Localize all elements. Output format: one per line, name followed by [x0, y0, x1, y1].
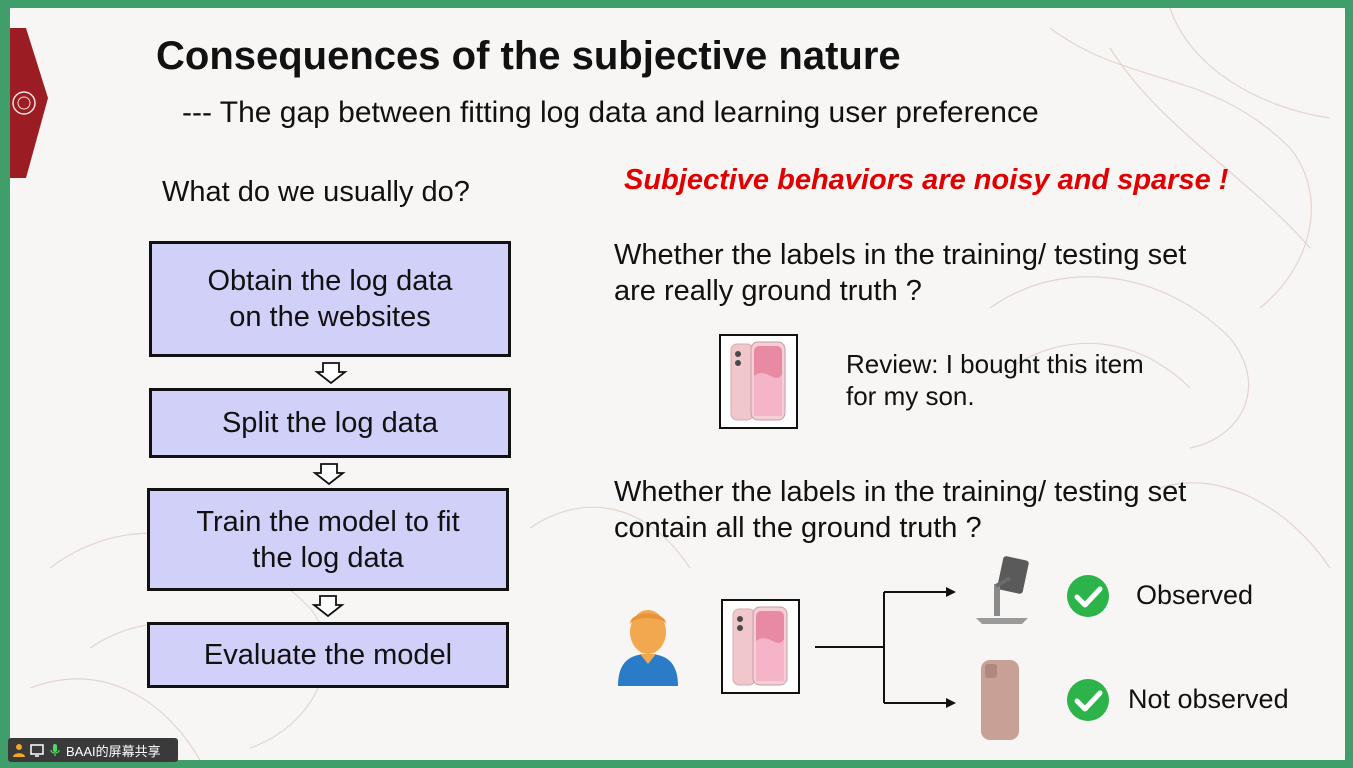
down-arrow-icon: [311, 595, 345, 618]
flow-step-text: the log data: [252, 541, 404, 574]
review-line: Review: I bought this item: [846, 349, 1144, 379]
flow-step-text: Evaluate the model: [203, 639, 453, 671]
phone-product-image: [721, 599, 800, 694]
user-icon[interactable]: [12, 743, 26, 757]
floral-background: [29, 8, 1331, 760]
screen-share-indicator[interactable]: BAAI的屏幕共享: [8, 738, 178, 762]
smartphone-icon: [730, 341, 786, 421]
not-observed-label: Not observed: [1128, 684, 1289, 714]
check-circle-icon: [1067, 575, 1109, 617]
flow-step-train: Train the model to fit the log data: [147, 488, 509, 591]
question-line: Whether the labels in the training/ test…: [614, 239, 1187, 271]
question-line: are really ground truth ?: [614, 275, 922, 307]
workflow-question: What do we usually do?: [162, 176, 470, 208]
screen-share-icon[interactable]: [30, 743, 44, 757]
question-ground-truth: Whether the labels in the training/ test…: [614, 237, 1186, 309]
observed-label: Observed: [1136, 580, 1254, 610]
slide-title: Consequences of the subjective nature: [156, 34, 901, 78]
screen-share-label: BAAI的屏幕共享: [66, 743, 161, 759]
branch-arrows: [815, 587, 956, 708]
flow-step-text: Train the model to fit: [196, 505, 460, 538]
phone-product-image: [719, 334, 798, 429]
question-contain-all: Whether the labels in the training/ test…: [614, 474, 1186, 546]
noisy-sparse-headline: Subjective behaviors are noisy and spars…: [624, 164, 1229, 196]
smartphone-icon: [732, 606, 788, 686]
slide-subtitle: --- The gap between fitting log data and…: [182, 96, 1039, 129]
observed-check: [1066, 574, 1110, 623]
flow-step-evaluate: Evaluate the model: [147, 622, 509, 688]
question-line: Whether the labels in the training/ test…: [614, 476, 1187, 508]
question-line: contain all the ground truth ?: [614, 512, 982, 544]
review-line: for my son.: [846, 381, 975, 411]
slide: Consequences of the subjective nature --…: [10, 8, 1345, 760]
flow-step-text: Split the log data: [221, 407, 439, 439]
review-text: Review: I bought this item for my son.: [846, 348, 1144, 412]
not-observed-check: [1066, 678, 1110, 727]
microphone-icon[interactable]: [48, 743, 62, 757]
phone-case-icon: [981, 660, 1019, 740]
flow-step-split: Split the log data: [149, 388, 511, 458]
down-arrow-icon: [314, 362, 348, 385]
flow-step-obtain: Obtain the log data on the websites: [149, 241, 511, 357]
user-icon: [618, 610, 678, 686]
down-arrow-icon: [312, 463, 346, 486]
phone-stand-icon: [976, 556, 1029, 624]
check-circle-icon: [1067, 679, 1109, 721]
university-logo: [10, 28, 48, 178]
flow-step-text: on the websites: [229, 301, 431, 333]
flow-step-text: Obtain the log data: [207, 265, 453, 297]
